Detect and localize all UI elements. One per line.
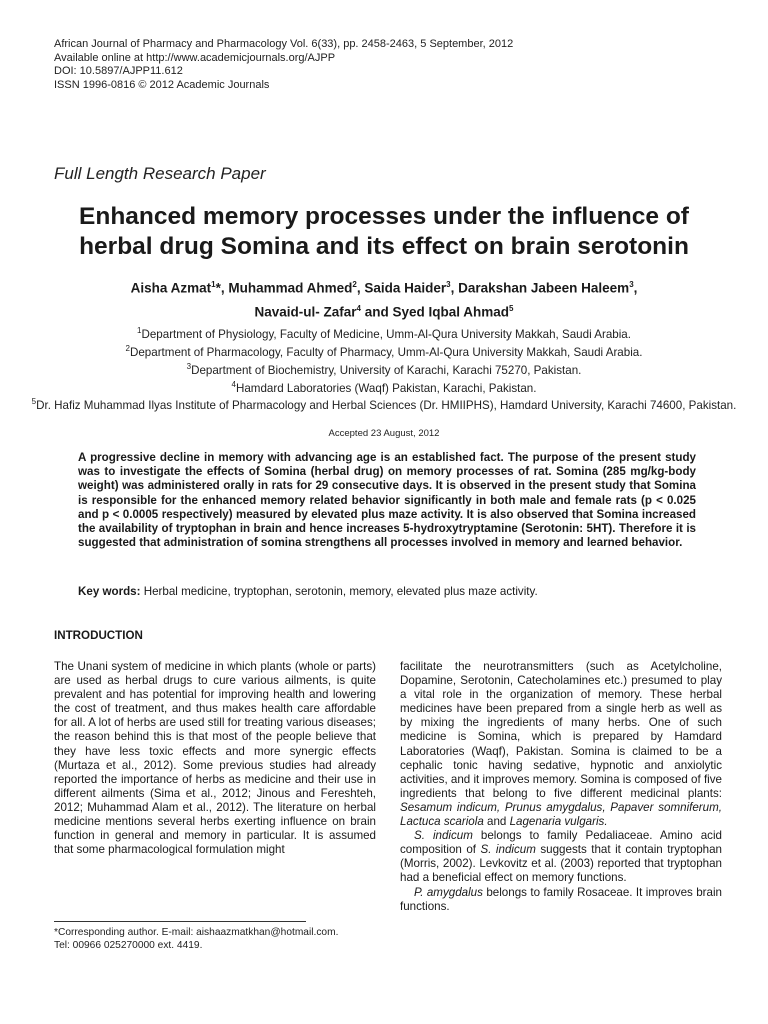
species-names: Sesamum indicum, Prunus amygdalus, Papav… <box>400 800 722 829</box>
footnote-email: *Corresponding author. E-mail: aishaazma… <box>54 927 339 938</box>
paragraph-text: belongs to family Rosaceae. It improves … <box>400 885 722 913</box>
affiliation-item: 1Department of Physiology, Faculty of Me… <box>30 324 738 342</box>
affiliation-item: 5Dr. Hafiz Muhammad Ilyas Institute of P… <box>30 395 738 413</box>
paper-title-line-1: Enhanced memory processes under the infl… <box>79 203 689 230</box>
author-name: Darakshan Jabeen Haleem <box>458 280 630 296</box>
paragraph-text: facilitate the neurotransmitters (such a… <box>400 660 722 800</box>
paragraph-text: belongs to family Pedaliaceae. Amino aci… <box>400 829 722 857</box>
keywords-label: Key words: <box>78 585 141 598</box>
affiliation-mark: 3 <box>186 361 192 371</box>
affiliation-mark: 2 <box>125 343 130 353</box>
affiliation-text: Department of Pharmacology, Faculty of P… <box>129 345 643 359</box>
affiliation-mark: 1 <box>137 326 142 335</box>
species-name: P. amygdalus <box>414 885 483 899</box>
paper-title-line-2: herbal drug Somina and its effect on bra… <box>79 233 689 260</box>
affiliation-item: 4Hamdard Laboratories (Waqf) Pakistan, K… <box>30 378 738 396</box>
journal-citation: African Journal of Pharmacy and Pharmaco… <box>54 38 514 50</box>
author-affiliation-mark: 5 <box>509 303 514 313</box>
accepted-date: Accepted 23 August, 2012 <box>328 428 440 439</box>
author-line-2: Navaid-ul- Zafar4 and Syed Iqbal Ahmad5 <box>30 299 738 323</box>
author-line-1: Aisha Azmat1*, Muhammad Ahmed2, Saida Ha… <box>30 275 738 299</box>
author-name: Aisha Azmat <box>130 280 212 296</box>
paper-type: Full Length Research Paper <box>54 164 266 183</box>
body-column-left: The Unani system of medicine in which pl… <box>54 660 376 857</box>
keywords: Key words: Herbal medicine, tryptophan, … <box>78 585 696 599</box>
affiliation-text: Dr. Hafiz Muhammad Ilyas Institute of Ph… <box>36 399 737 413</box>
affiliation-mark: 4 <box>231 379 236 389</box>
affiliation-item: 3Department of Biochemistry, University … <box>30 360 738 378</box>
author-affiliation-mark: 2 <box>352 280 357 289</box>
paper-title: Enhanced memory processes under the infl… <box>30 202 738 262</box>
author-separator: , <box>450 280 459 296</box>
intro-paragraph: P. amygdalus belongs to family Rosaceae.… <box>400 886 722 914</box>
author-affiliation-mark: 4 <box>356 303 361 313</box>
affiliation-list: 1Department of Physiology, Faculty of Me… <box>30 324 738 413</box>
affiliation-text: Department of Physiology, Faculty of Med… <box>141 327 631 341</box>
author-list: Aisha Azmat1*, Muhammad Ahmed2, Saida Ha… <box>30 275 738 322</box>
journal-doi: DOI: 10.5897/AJPP11.612 <box>54 65 183 77</box>
journal-issn: ISSN 1996-0816 © 2012 Academic Journals <box>54 78 270 91</box>
species-name: S. indicum <box>480 843 536 857</box>
corresponding-mark: * <box>215 280 221 296</box>
abstract: A progressive decline in memory with adv… <box>78 451 696 550</box>
affiliation-text: Hamdard Laboratories (Waqf) Pakistan, Ka… <box>235 381 537 395</box>
author-name: Muhammad Ahmed <box>228 280 353 296</box>
keywords-text: Herbal medicine, tryptophan, serotonin, … <box>143 585 538 598</box>
author-affiliation-mark: 3 <box>629 280 634 289</box>
footnote-phone: Tel: 00966 025270000 ext. 4419. <box>54 940 203 951</box>
author-affiliation-mark: 1 <box>211 280 216 289</box>
affiliation-item: 2Department of Pharmacology, Faculty of … <box>30 342 738 360</box>
author-name: Saida Haider <box>364 280 447 296</box>
intro-paragraph: facilitate the neurotransmitters (such a… <box>400 660 722 829</box>
author-name: Syed Iqbal Ahmad <box>392 304 510 319</box>
author-separator: , <box>220 280 229 296</box>
affiliation-text: Department of Biochemistry, University o… <box>191 363 582 377</box>
affiliation-mark: 5 <box>31 397 37 407</box>
author-name: Navaid-ul- Zafar <box>254 304 357 319</box>
paragraph-text: suggests that it contain tryptophan (Mor… <box>400 843 722 885</box>
author-affiliation-mark: 3 <box>446 280 451 289</box>
journal-availability: Available online at http://www.academicj… <box>54 51 336 64</box>
footnote-divider <box>54 921 306 922</box>
author-separator: and <box>360 304 393 319</box>
footnote: *Corresponding author. E-mail: aishaazma… <box>54 926 384 952</box>
paragraph-text: and <box>483 815 510 829</box>
author-separator: , <box>356 280 365 296</box>
author-separator: , <box>633 280 638 296</box>
journal-info: African Journal of Pharmacy and Pharmaco… <box>54 38 513 92</box>
species-name: S. indicum <box>414 829 473 843</box>
intro-paragraph: The Unani system of medicine in which pl… <box>54 660 376 857</box>
intro-paragraph: S. indicum belongs to family Pedaliaceae… <box>400 829 722 885</box>
body-column-right: facilitate the neurotransmitters (such a… <box>400 660 722 914</box>
species-name: Lagenaria vulgaris. <box>509 815 608 829</box>
section-heading-introduction: INTRODUCTION <box>54 629 143 642</box>
